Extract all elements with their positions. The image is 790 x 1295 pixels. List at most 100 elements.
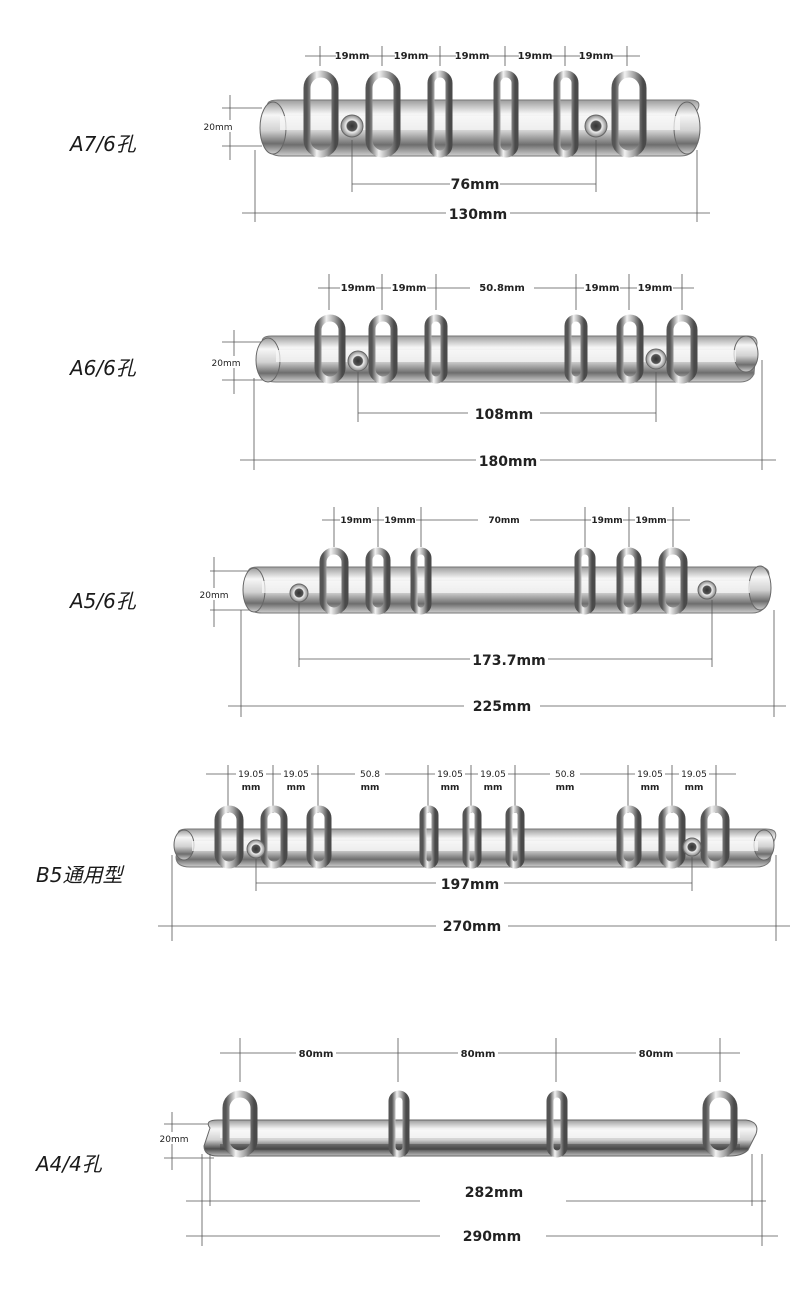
b5-diagram: 19.05 mm 19.05 mm 50.8 mm 19.05 mm 19.05… bbox=[158, 765, 790, 941]
rivet-distance-label: 282mm bbox=[465, 1185, 523, 1201]
ring bbox=[702, 1090, 738, 1158]
ring bbox=[222, 1090, 258, 1158]
rivet-distance-label: 76mm bbox=[451, 177, 500, 193]
spacing-value: 19.05 bbox=[437, 770, 463, 780]
total-length-label: 270mm bbox=[443, 919, 501, 935]
spacing-value: 19.05 bbox=[681, 770, 707, 780]
ring bbox=[611, 70, 647, 158]
total-length-label: 290mm bbox=[463, 1229, 521, 1245]
spacing-label: 19mm bbox=[335, 51, 370, 62]
spacing-label: 80mm bbox=[461, 1049, 496, 1060]
ring bbox=[700, 805, 730, 869]
spacing-unit: mm bbox=[556, 783, 575, 793]
ring bbox=[564, 314, 588, 384]
format-label: A4/4孔 bbox=[36, 1152, 102, 1176]
rings bbox=[303, 70, 647, 158]
ring bbox=[553, 70, 579, 158]
rivet bbox=[246, 839, 266, 859]
rivet-distance-label: 173.7mm bbox=[472, 653, 545, 669]
spacing-unit: mm bbox=[287, 783, 306, 793]
spacing-label: 19mm bbox=[635, 516, 666, 526]
mechanism-a6: A6/6孔 19mm 19mm 50.8mm 19mm 19mm bbox=[0, 260, 790, 480]
mechanism-a5: A5/6孔 19mm 19mm 70mm 19mm 19mm bbox=[0, 495, 790, 730]
rings bbox=[314, 314, 698, 384]
a4-diagram: 80mm 80mm 80mm 20mm 282mm 290mm bbox=[158, 1038, 778, 1247]
rings bbox=[319, 547, 688, 615]
spacing-unit: mm bbox=[641, 783, 660, 793]
a7-diagram: 19mm 19mm 19mm 19mm 19mm 20mm bbox=[203, 46, 710, 223]
rivet bbox=[645, 348, 667, 370]
format-label: A7/6孔 bbox=[70, 132, 136, 156]
format-label: B5通用型 bbox=[36, 863, 123, 887]
ring bbox=[462, 805, 482, 869]
height-label: 20mm bbox=[204, 123, 233, 133]
spacing-value: 19.05 bbox=[637, 770, 663, 780]
spacing-unit: mm bbox=[242, 783, 261, 793]
height-label: 20mm bbox=[200, 591, 229, 601]
format-label: A5/6孔 bbox=[70, 589, 136, 613]
ring bbox=[616, 547, 642, 615]
spacing-value: 19.05 bbox=[283, 770, 309, 780]
spacing-label: 19mm bbox=[392, 283, 427, 294]
ring bbox=[616, 314, 644, 384]
spacing-label: 70mm bbox=[488, 516, 519, 526]
spacing-label: 19mm bbox=[591, 516, 622, 526]
spacing-label: 19mm bbox=[579, 51, 614, 62]
format-label: A6/6孔 bbox=[70, 356, 136, 380]
rivet bbox=[340, 114, 364, 138]
b5-spacing-labels: 19.05 mm 19.05 mm 50.8 mm 19.05 mm 19.05… bbox=[236, 767, 709, 793]
spacing-label: 19mm bbox=[585, 283, 620, 294]
a5-diagram: 19mm 19mm 70mm 19mm 19mm 20mm 173.7mm bbox=[198, 507, 786, 717]
ring bbox=[493, 70, 519, 158]
mechanism-a7: A7/6孔 19mm 19mm 19mm 19mm 19mm bbox=[0, 0, 790, 240]
rivet bbox=[682, 837, 702, 857]
spacing-unit: mm bbox=[361, 783, 380, 793]
ring bbox=[658, 547, 688, 615]
rings bbox=[214, 805, 730, 869]
ring bbox=[303, 70, 339, 158]
ring bbox=[427, 70, 453, 158]
ring bbox=[424, 314, 448, 384]
ring bbox=[419, 805, 439, 869]
a6-diagram: 19mm 19mm 50.8mm 19mm 19mm 20mm 108mm bbox=[210, 274, 776, 471]
spacing-label: 80mm bbox=[299, 1049, 334, 1060]
mechanism-b5: B5通用型 19.05 mm 19.05 bbox=[0, 755, 790, 960]
spacing-value: 50.8 bbox=[555, 770, 575, 780]
ring bbox=[306, 805, 332, 869]
ring bbox=[214, 805, 244, 869]
spacing-unit: mm bbox=[441, 783, 460, 793]
spacing-value: 19.05 bbox=[238, 770, 264, 780]
spacing-label: 19mm bbox=[455, 51, 490, 62]
spacing-label: 80mm bbox=[639, 1049, 674, 1060]
height-label: 20mm bbox=[160, 1135, 189, 1145]
rings bbox=[222, 1090, 738, 1158]
ring bbox=[666, 314, 698, 384]
rivet bbox=[697, 580, 717, 600]
ring bbox=[505, 805, 525, 869]
ring bbox=[410, 547, 432, 615]
spacing-value: 50.8 bbox=[360, 770, 380, 780]
spacing-unit: mm bbox=[484, 783, 503, 793]
ring bbox=[314, 314, 346, 384]
total-length-label: 130mm bbox=[449, 207, 507, 223]
spacing-value: 19.05 bbox=[480, 770, 506, 780]
ring bbox=[260, 805, 288, 869]
rivet bbox=[347, 350, 369, 372]
ring bbox=[574, 547, 596, 615]
spacing-label: 19mm bbox=[340, 516, 371, 526]
ring bbox=[658, 805, 686, 869]
ring bbox=[388, 1090, 410, 1158]
ring bbox=[546, 1090, 568, 1158]
rivet-distance-label: 108mm bbox=[475, 407, 533, 423]
spacing-unit: mm bbox=[685, 783, 704, 793]
total-length-label: 225mm bbox=[473, 699, 531, 715]
ring bbox=[319, 547, 349, 615]
spacing-label: 19mm bbox=[638, 283, 673, 294]
rivet-distance-label: 197mm bbox=[441, 877, 499, 893]
ring bbox=[365, 547, 391, 615]
spacing-label: 19mm bbox=[518, 51, 553, 62]
rivet bbox=[584, 114, 608, 138]
spacing-label: 19mm bbox=[384, 516, 415, 526]
ring bbox=[365, 70, 401, 158]
ring bbox=[368, 314, 398, 384]
